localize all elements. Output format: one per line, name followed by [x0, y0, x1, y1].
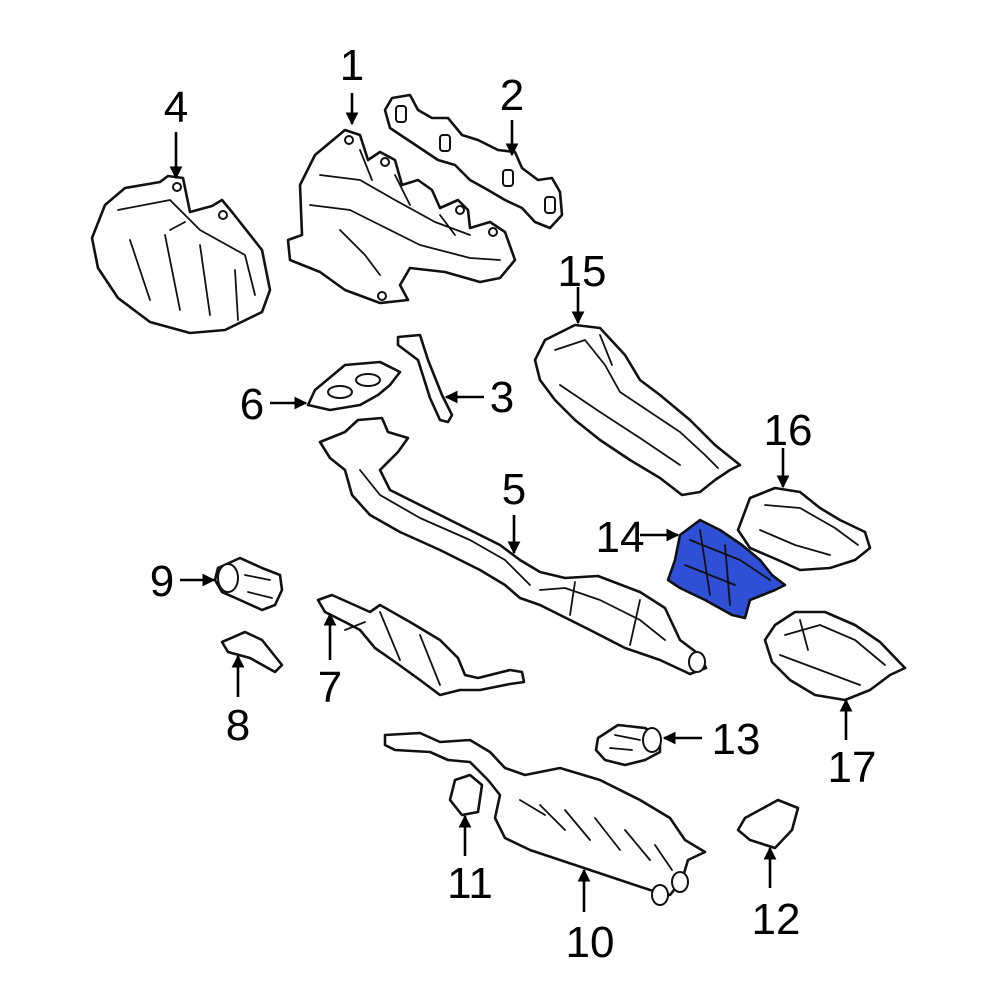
part-11-hanger[interactable] [448, 773, 484, 817]
callout-3[interactable]: 3 [490, 373, 514, 422]
callout-6[interactable]: 6 [240, 380, 264, 429]
part-8-bracket[interactable] [220, 630, 284, 674]
part-16-heat-shield[interactable] [736, 486, 872, 572]
part-3-bracket[interactable] [396, 333, 454, 424]
part-1-exhaust-manifold[interactable] [286, 128, 517, 305]
callout-14[interactable]: 14 [596, 513, 645, 562]
part-10-rear-muffler[interactable] [383, 731, 707, 906]
callout-10[interactable]: 10 [566, 918, 615, 967]
callout-8[interactable]: 8 [226, 701, 250, 750]
callout-16[interactable]: 16 [764, 406, 813, 455]
callout-1[interactable]: 1 [340, 41, 364, 90]
callout-12[interactable]: 12 [752, 895, 801, 944]
callout-labels: 1 2 3 4 5 6 7 8 9 10 11 12 13 14 15 16 1… [150, 41, 877, 967]
callout-15[interactable]: 15 [558, 247, 607, 296]
part-4-manifold-heat-shield[interactable] [90, 174, 272, 335]
part-17-heat-shield[interactable] [763, 610, 907, 702]
callout-5[interactable]: 5 [502, 465, 526, 514]
part-12-bracket[interactable] [736, 798, 800, 850]
callout-17[interactable]: 17 [828, 743, 877, 792]
callout-9[interactable]: 9 [150, 557, 174, 606]
callout-11[interactable]: 11 [447, 859, 493, 908]
part-2-manifold-gasket[interactable] [383, 93, 564, 230]
part-9-clamp[interactable] [213, 556, 284, 612]
part-15-heat-shield[interactable] [533, 323, 742, 497]
callout-7[interactable]: 7 [318, 663, 342, 712]
callout-4[interactable]: 4 [164, 83, 188, 132]
callout-13[interactable]: 13 [712, 715, 761, 764]
leader-lines [169, 93, 853, 912]
part-5-front-pipe-catalytic-converter[interactable] [318, 416, 708, 676]
callout-2[interactable]: 2 [500, 71, 524, 120]
part-7-resonator[interactable] [316, 593, 526, 697]
part-6-heat-shield-plate[interactable] [306, 360, 402, 412]
part-13-clamp[interactable] [594, 723, 662, 767]
part-14-heat-shield-highlighted[interactable] [666, 518, 787, 620]
